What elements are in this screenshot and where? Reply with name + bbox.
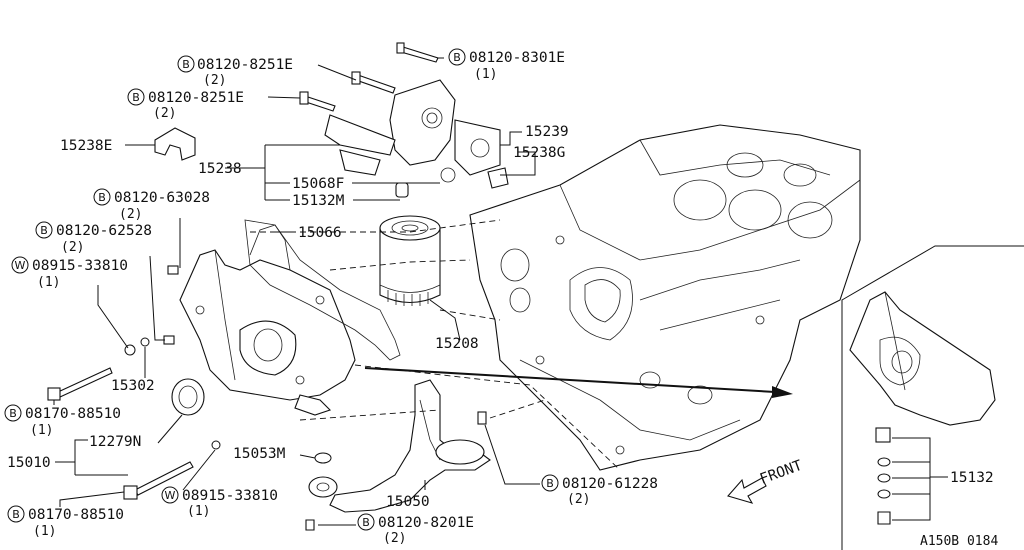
bolt-drawing	[163, 335, 175, 345]
svg-text:(1): (1)	[33, 524, 56, 539]
washer-drawing	[211, 440, 221, 450]
callout-08120-8251e-lower: B 08120-8251E (2)	[127, 88, 244, 121]
oil-strainer-drawing	[305, 379, 491, 531]
oil-filter-drawing	[379, 215, 441, 306]
svg-text:08170-88510: 08170-88510	[28, 507, 124, 523]
svg-text:08915-33810: 08915-33810	[182, 488, 278, 504]
svg-text:W: W	[165, 489, 176, 502]
long-bolt-drawing	[123, 461, 194, 500]
part-label-15053m: 15053M	[233, 446, 286, 462]
svg-text:(2): (2)	[383, 531, 406, 546]
oil-pump-body-drawing	[179, 224, 356, 416]
svg-text:B: B	[40, 224, 48, 237]
svg-text:B: B	[546, 477, 554, 490]
part-label-15066: 15066	[298, 225, 342, 241]
part-label-15068f: 15068F	[292, 176, 344, 192]
part-label-15132: 15132	[950, 470, 994, 486]
svg-text:(2): (2)	[119, 207, 142, 222]
part-label-12279n: 12279N	[89, 434, 141, 450]
callout-08120-63028: B 08120-63028 (2)	[93, 188, 210, 222]
washer-drawing	[140, 337, 150, 347]
callout-08915-33810-upper: W 08915-33810 (1)	[11, 256, 128, 290]
part-label-15238e: 15238E	[60, 138, 112, 154]
svg-text:(1): (1)	[37, 275, 60, 290]
svg-text:08120-8301E: 08120-8301E	[469, 50, 565, 66]
part-label-15302: 15302	[111, 378, 155, 394]
diagram-code: A150B 0184	[920, 534, 998, 549]
svg-text:(1): (1)	[474, 67, 497, 82]
assembly-arrow	[364, 367, 793, 398]
svg-text:B: B	[182, 58, 190, 71]
part-label-15050: 15050	[386, 494, 430, 510]
svg-text:B: B	[362, 516, 370, 529]
engine-block-drawing	[469, 124, 861, 471]
svg-text:08120-8251E: 08120-8251E	[148, 90, 244, 106]
callout-08915-33810-lower: W 08915-33810 (1)	[161, 486, 278, 519]
svg-text:(1): (1)	[30, 423, 53, 438]
leader-lines	[53, 57, 948, 526]
callout-08170-88510-lower: B 08170-88510 (1)	[7, 505, 124, 539]
callout-08120-61228: B 08120-61228 (2)	[541, 474, 658, 507]
assembly-dashed-lines	[250, 219, 621, 471]
front-label: FRONT	[758, 458, 805, 488]
part-label-15132m: 15132M	[292, 193, 345, 209]
callout-08120-62528: B 08120-62528 (2)	[35, 221, 152, 255]
clip-15238e-drawing	[154, 127, 196, 161]
svg-text:(2): (2)	[567, 492, 590, 507]
svg-text:08170-88510: 08170-88510	[25, 406, 121, 422]
svg-text:(2): (2)	[153, 106, 176, 121]
svg-text:W: W	[15, 259, 26, 272]
callout-08120-8201e: B 08120-8201E (2)	[357, 513, 474, 546]
svg-text:08120-8201E: 08120-8201E	[378, 515, 474, 531]
svg-text:B: B	[9, 407, 17, 420]
svg-text:B: B	[12, 508, 20, 521]
part-label-15010: 15010	[7, 455, 51, 471]
callout-08170-88510-upper: B 08170-88510 (1)	[4, 404, 121, 438]
relief-valve-inset	[841, 245, 1024, 550]
part-label-15239: 15239	[525, 124, 569, 140]
svg-text:B: B	[132, 91, 140, 104]
svg-text:(2): (2)	[203, 73, 226, 88]
oil-filter-bracket-drawing	[324, 79, 509, 198]
svg-text:08120-62528: 08120-62528	[56, 223, 152, 239]
front-direction-indicator: FRONT	[727, 458, 805, 504]
svg-text:08120-8251E: 08120-8251E	[197, 57, 293, 73]
svg-text:(2): (2)	[61, 240, 84, 255]
seal-15302-drawing	[171, 378, 205, 416]
bolt-drawings-top	[299, 42, 439, 112]
part-label-15238g: 15238G	[513, 145, 565, 161]
gasket-15066-drawing	[244, 219, 401, 361]
svg-text:08915-33810: 08915-33810	[32, 258, 128, 274]
part-label-15208: 15208	[435, 336, 479, 352]
part-label-15238: 15238	[198, 161, 242, 177]
svg-text:(1): (1)	[187, 504, 210, 519]
svg-text:B: B	[453, 51, 461, 64]
svg-text:08120-61228: 08120-61228	[562, 476, 658, 492]
callout-08120-8251e-upper: B 08120-8251E (2)	[177, 55, 293, 88]
callout-08120-8301e: B 08120-8301E (1)	[448, 48, 565, 82]
svg-text:B: B	[98, 191, 106, 204]
svg-text:08120-63028: 08120-63028	[114, 190, 210, 206]
bolt-drawing	[167, 265, 179, 275]
long-bolt-drawing	[47, 367, 113, 401]
